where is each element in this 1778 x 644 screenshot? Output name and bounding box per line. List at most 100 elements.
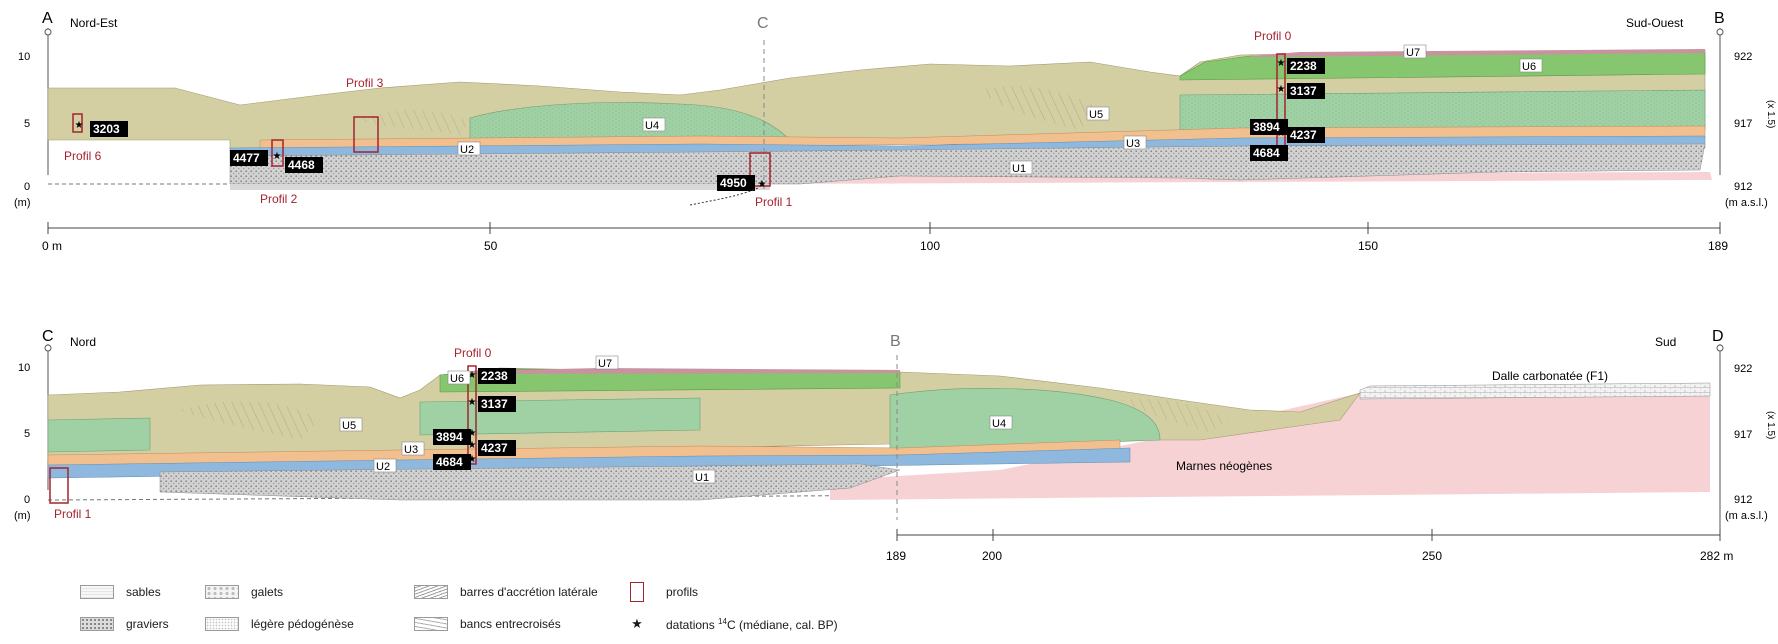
letter-b-center: B <box>890 333 901 350</box>
profil-1-label-s1: Profil 1 <box>755 195 793 209</box>
legend-barres: barres d'accrétion latérale <box>414 582 598 602</box>
legend-graviers: graviers <box>80 614 169 634</box>
letter-a: A <box>42 10 53 27</box>
layer-marnes-s2 <box>830 386 1710 500</box>
layer-u1-s1 <box>229 143 1706 185</box>
date-4684-s1: 4684 <box>1253 146 1280 160</box>
legend-pedogenese: légère pédogénèse <box>205 614 354 634</box>
svg-text:★: ★ <box>468 454 477 465</box>
legend-galets-label: galets <box>251 585 284 599</box>
profil-1-box-s2 <box>49 467 69 504</box>
legend-profils: profils <box>620 582 698 602</box>
unit-u7-s1: U7 <box>1406 47 1420 59</box>
unit-u3-s1: U3 <box>1126 138 1140 150</box>
date-3137-s1: 3137 <box>1290 84 1317 98</box>
profil-6-label: Profil 6 <box>64 149 102 163</box>
profil-3-label: Profil 3 <box>346 76 384 90</box>
layer-u4-left-s2 <box>47 417 151 453</box>
x-tick-100: 100 <box>920 239 940 253</box>
profil-0-label-s2: Profil 0 <box>454 346 492 360</box>
alt-tick-922-s2: 922 <box>1734 363 1752 375</box>
galets-swatch <box>205 585 239 599</box>
barres-pattern-s1b <box>360 110 470 135</box>
layer-u7-s1 <box>1250 49 1705 57</box>
profil-2-label: Profil 2 <box>260 192 298 206</box>
profil-3-box <box>353 116 379 153</box>
x-tick-200: 200 <box>982 549 1002 563</box>
layer-u7-s2 <box>470 368 900 374</box>
x-tick-189-s2: 189 <box>886 549 906 563</box>
alt-unit-s2: (m a.s.l.) <box>1725 510 1768 522</box>
legend-profils-label: profils <box>666 585 699 599</box>
profil-1-arrow <box>689 187 759 206</box>
orientation-nord: Nord <box>70 335 96 349</box>
date-tags-s2 <box>433 368 516 470</box>
unit-u6-s2: U6 <box>450 373 464 385</box>
legend-galets: galets <box>205 582 283 602</box>
graviers-swatch <box>80 617 114 631</box>
exaggeration-s2: (x 1.5) <box>1765 411 1776 439</box>
date-4237-s2: 4237 <box>481 441 508 455</box>
svg-text:★: ★ <box>1277 144 1286 155</box>
unit-u1-s1: U1 <box>1012 163 1026 175</box>
marnes-label: Marnes néogènes <box>1176 459 1272 473</box>
pedogenese-swatch <box>205 617 239 631</box>
profil-0-box-s2 <box>467 365 477 465</box>
y-tick-10-s1: 10 <box>18 51 30 63</box>
profil-1-label-s2: Profil 1 <box>54 507 92 521</box>
x-tick-50: 50 <box>484 239 498 253</box>
x-tick-189-s1: 189 <box>1708 239 1728 253</box>
unit-u1-s2: U1 <box>695 472 709 484</box>
svg-text:★: ★ <box>1277 128 1286 139</box>
barres-pattern-s2b <box>1120 398 1230 432</box>
unit-u4-s1: U4 <box>645 120 659 132</box>
svg-text:★: ★ <box>273 151 282 162</box>
unit-u2-s1: U2 <box>460 144 474 156</box>
orientation-sud: Sud <box>1655 335 1676 349</box>
x-tick-250: 250 <box>1422 549 1442 563</box>
date-3894-s1: 3894 <box>1253 120 1280 134</box>
date-4468: 4468 <box>288 158 315 172</box>
letter-b: B <box>1714 10 1725 27</box>
x-tick-282: 282 m <box>1700 549 1733 563</box>
legend-barres-label: barres d'accrétion latérale <box>460 585 598 599</box>
star-icon: ★ <box>631 616 643 631</box>
date-stars: ★ ★ ★ ★ ★ ★ ★ ★ ★ ★ ★ ★ ★ <box>75 58 1286 465</box>
unit-u7-s2: U7 <box>598 358 612 370</box>
legend-sables-label: sables <box>126 585 161 599</box>
date-4237-s1: 4237 <box>1290 128 1317 142</box>
section-2 <box>44 344 1724 540</box>
legend-datations-label: datations 14C (médiane, cal. BP) <box>666 616 838 632</box>
y-tick-5-s1: 5 <box>24 118 30 130</box>
svg-text:★: ★ <box>1277 120 1286 131</box>
legend-datations: ★ datations 14C (médiane, cal. BP) <box>620 614 838 634</box>
legend-bancs-label: bancs entrecroisés <box>460 617 561 631</box>
svg-text:★: ★ <box>1277 84 1286 95</box>
barres-pattern-s1a <box>980 86 1100 130</box>
date-4684-s2: 4684 <box>436 455 463 469</box>
svg-text:★: ★ <box>468 397 477 408</box>
unit-u4-s2: U4 <box>992 418 1006 430</box>
date-2238-s1: 2238 <box>1290 59 1317 73</box>
unit-u5-s2: U5 <box>342 420 356 432</box>
profil-1-box-s1 <box>749 152 771 187</box>
x-tick-0: 0 m <box>42 239 62 253</box>
sables-swatch <box>80 585 114 599</box>
unit-u6-s1: U6 <box>1522 61 1536 73</box>
alt-tick-917-s2: 917 <box>1734 429 1752 441</box>
bancs-swatch <box>414 617 448 631</box>
pin-c <box>44 344 52 352</box>
date-3137-s2: 3137 <box>481 397 508 411</box>
svg-text:★: ★ <box>468 370 477 381</box>
x-scale-s2 <box>896 529 1721 541</box>
svg-text:★: ★ <box>468 440 477 451</box>
y-tick-10-s2: 10 <box>18 362 30 374</box>
pin-b <box>1716 28 1724 36</box>
layer-u4-s2 <box>889 388 1161 451</box>
unit-u2-s2: U2 <box>376 461 390 473</box>
y-tick-0-s2: 0 <box>24 494 30 506</box>
dalle-label: Dalle carbonatée (F1) <box>1492 369 1608 383</box>
svg-text:★: ★ <box>758 179 767 190</box>
x-scale-s1 <box>47 222 1721 234</box>
